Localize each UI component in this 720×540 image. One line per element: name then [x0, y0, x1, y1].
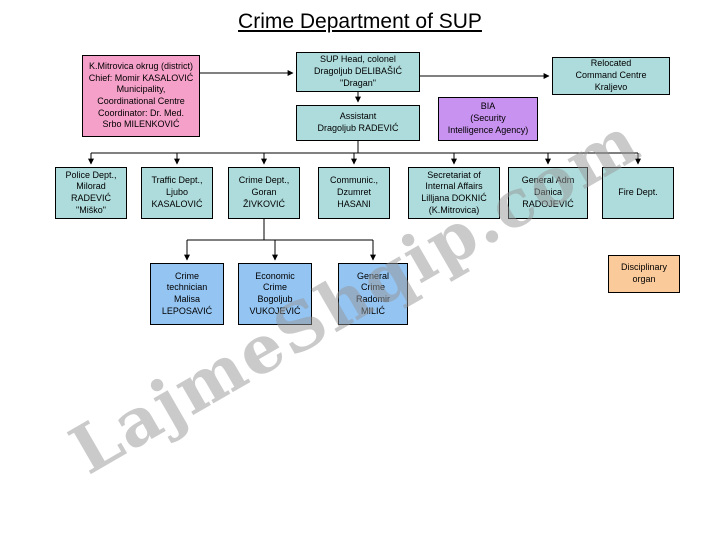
page-title: Crime Department of SUP — [0, 10, 720, 34]
node-sup-head: SUP Head, colonel Dragoljub DELIBAŠIĆ "D… — [296, 52, 420, 92]
node-fire-dept: Fire Dept. — [602, 167, 674, 219]
page-title-text: Crime Department of SUP — [238, 10, 482, 33]
node-crime-dept: Crime Dept., Goran ŽIVKOVIĆ — [228, 167, 300, 219]
node-traffic-dept: Traffic Dept., Ljubo KASALOVIĆ — [141, 167, 213, 219]
node-communications: Communic., Dzumret HASANI — [318, 167, 390, 219]
node-police-dept: Police Dept., Milorad RADEVIĆ "Miško" — [55, 167, 127, 219]
node-bia: BIA (Security Intelligence Agency) — [438, 97, 538, 141]
node-general-adm: General Adm Danica RADOJEVIĆ — [508, 167, 588, 219]
node-secretariat-internal-affairs: Secretariat of Internal Affairs Lilljana… — [408, 167, 500, 219]
node-relocated-command-centre: Relocated Command Centre Kraljevo — [552, 57, 670, 95]
node-economic-crime: Economic Crime Bogoljub VUKOJEVIĆ — [238, 263, 312, 325]
node-disciplinary-organ: Disciplinary organ — [608, 255, 680, 293]
node-district: K.Mitrovica okrug (district) Chief: Momi… — [82, 55, 200, 137]
node-assistant: Assistant Dragoljub RADEVIĆ — [296, 105, 420, 141]
node-general-crime: General Crime Radomir MILIĆ — [338, 263, 408, 325]
node-crime-technician: Crime technician Malisa LEPOSAVIĆ — [150, 263, 224, 325]
